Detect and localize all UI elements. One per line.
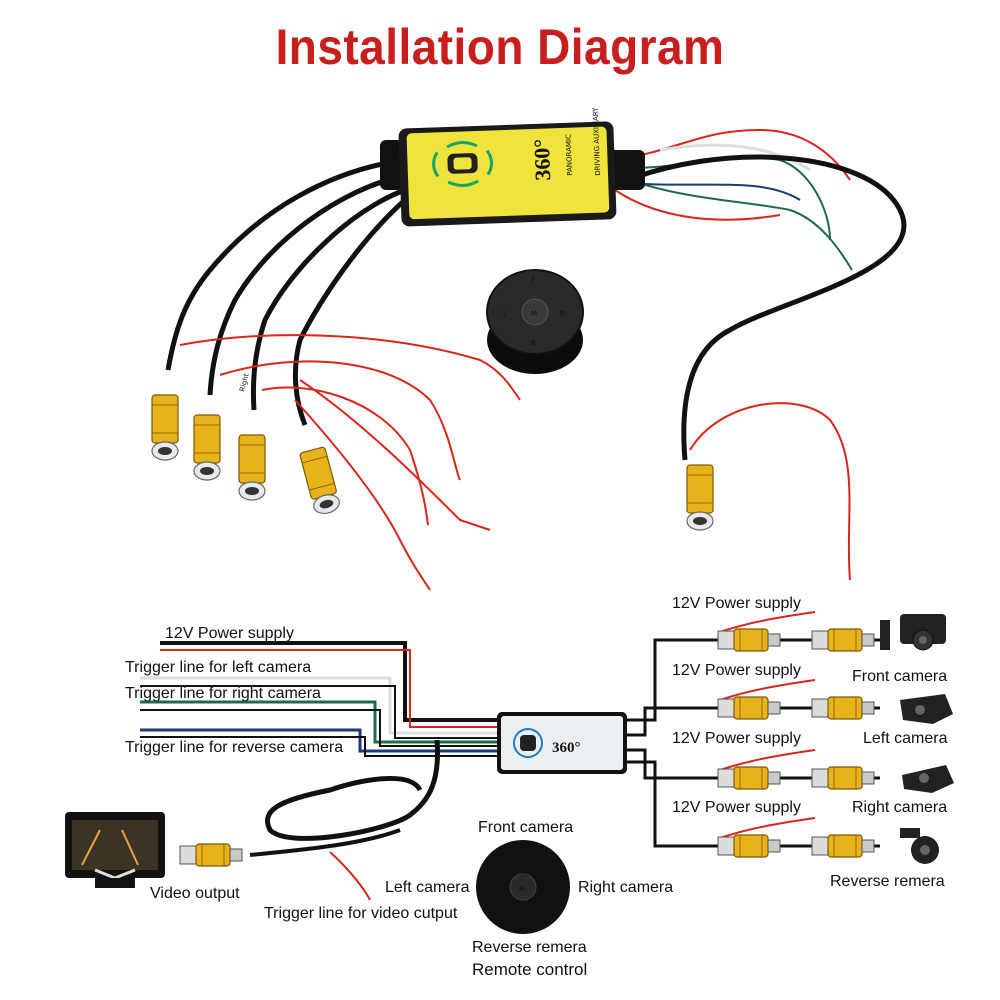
- front-camera-icon: [880, 614, 946, 651]
- label-12v-power: 12V Power supply: [165, 625, 294, 642]
- car-icon: [432, 140, 494, 187]
- wiring-schematic: 360°: [65, 611, 954, 934]
- control-box: [406, 126, 610, 220]
- badge-360: 360°: [529, 138, 555, 181]
- svg-text:R: R: [560, 310, 565, 318]
- label-power-right: 12V Power supply: [672, 730, 801, 747]
- rca-connector: [193, 414, 221, 481]
- rca-connector: [238, 434, 266, 501]
- schematic-remote: M F L R B: [476, 840, 570, 934]
- box-label-driving: DRIVING AUXILIARY: [592, 107, 602, 176]
- remote-labels: Front camera Left camera Right camera Re…: [385, 819, 673, 979]
- rca-connector: [686, 464, 714, 531]
- reverse-camera-icon: [900, 828, 939, 864]
- label-remote-left: Left camera: [385, 879, 470, 896]
- label-power-left: 12V Power supply: [672, 662, 801, 679]
- svg-text:L: L: [503, 310, 507, 318]
- rca-plug: [811, 766, 875, 790]
- rca-plug: [811, 834, 875, 858]
- label-reverse-camera: Reverse remera: [830, 873, 945, 890]
- label-left-camera: Left camera: [863, 730, 948, 747]
- svg-text:F: F: [519, 851, 523, 859]
- svg-text:F: F: [531, 276, 535, 284]
- rca-connector: [151, 394, 179, 461]
- rca-plug: [717, 834, 781, 858]
- left-input-labels: 12V Power supply Trigger line for left c…: [125, 625, 343, 756]
- product-photo: Right 360° PANORAMIC: [151, 107, 907, 591]
- label-video-output: Video output: [150, 885, 240, 902]
- video-labels: Video output Trigger line for video cutp…: [150, 885, 458, 922]
- label-trigger-reverse: Trigger line for reverse camera: [125, 739, 343, 756]
- label-remote-front: Front camera: [478, 819, 573, 836]
- label-trigger-right: Trigger line for right camera: [125, 685, 321, 702]
- rca-plug: [811, 628, 875, 652]
- rca-plug: [717, 628, 781, 652]
- rca-plug: [179, 843, 243, 867]
- svg-text:B: B: [519, 916, 524, 924]
- svg-text:M: M: [519, 885, 525, 893]
- car-icon: [520, 735, 536, 751]
- svg-text:B: B: [531, 339, 536, 347]
- label-power-front: 12V Power supply: [672, 595, 801, 612]
- svg-text:L: L: [489, 885, 493, 893]
- left-camera-icon: [900, 694, 953, 724]
- rca-plug: [717, 766, 781, 790]
- cable-label-right: Right: [238, 372, 251, 392]
- label-remote-right: Right camera: [578, 879, 673, 896]
- svg-text:R: R: [550, 885, 555, 893]
- label-trigger-video: Trigger line for video cutput: [264, 905, 458, 922]
- right-camera-icon: [902, 765, 954, 793]
- camera-labels: 12V Power supply 12V Power supply 12V Po…: [672, 595, 948, 890]
- label-right-camera: Right camera: [852, 799, 947, 816]
- label-power-reverse: 12V Power supply: [672, 799, 801, 816]
- box-label-panoramic: PANORAMIC: [565, 134, 574, 176]
- label-trigger-left: Trigger line for left camera: [125, 659, 311, 676]
- monitor-icon: [65, 812, 165, 888]
- rca-plug: [811, 696, 875, 720]
- label-remote-reverse: Reverse remera: [472, 939, 587, 956]
- rca-connector: [298, 446, 342, 517]
- rca-plug: [717, 696, 781, 720]
- remote-photo: M F L R B: [486, 269, 584, 374]
- label-front-camera: Front camera: [852, 668, 947, 685]
- label-remote-control: Remote control: [472, 960, 587, 979]
- schematic-badge-360: 360°: [552, 740, 581, 756]
- page-title: Installation Diagram: [275, 19, 725, 75]
- svg-text:M: M: [531, 310, 537, 318]
